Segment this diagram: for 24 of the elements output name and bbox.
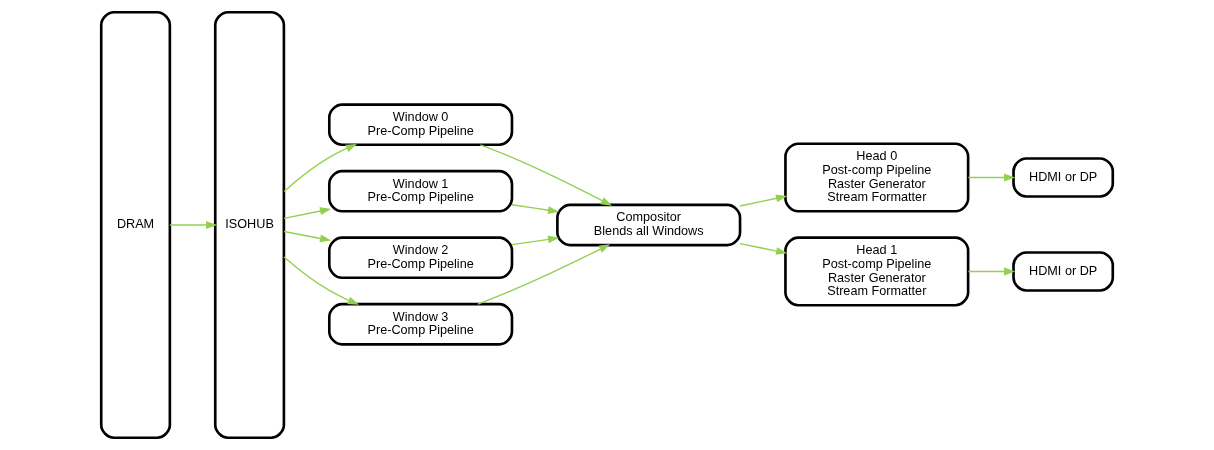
arrow bbox=[967, 267, 1016, 276]
node-box: DRAM bbox=[99, 10, 172, 440]
arrow bbox=[283, 207, 332, 219]
node-box: Window 3 Pre-Comp Pipeline bbox=[328, 302, 514, 346]
arrow bbox=[283, 230, 332, 243]
node-box: Window 0 Pre-Comp Pipeline bbox=[328, 103, 514, 147]
node-box: Compositor Blends all Windows bbox=[556, 203, 742, 247]
arrow bbox=[511, 235, 560, 246]
node-box: HDMI or DP bbox=[1012, 251, 1115, 292]
arrow bbox=[739, 242, 788, 255]
node-box: HDMI or DP bbox=[1012, 157, 1115, 198]
arrow bbox=[283, 143, 358, 193]
arrow bbox=[967, 173, 1016, 182]
node-box: ISOHUB bbox=[213, 10, 286, 440]
arrow bbox=[479, 144, 613, 206]
arrow bbox=[739, 194, 788, 207]
node-box: Window 2 Pre-Comp Pipeline bbox=[328, 236, 514, 280]
arrow bbox=[169, 221, 218, 229]
node-box: Head 1 Post-comp Pipeline Raster Generator Stream Formatter bbox=[784, 236, 970, 307]
node-box: Head 0 Post-comp Pipeline Raster Generator Stream Formatter bbox=[784, 142, 970, 213]
arrow bbox=[283, 256, 360, 305]
node-box: Window 1 Pre-Comp Pipeline bbox=[328, 169, 514, 213]
arrow bbox=[511, 204, 560, 214]
arrow bbox=[477, 244, 611, 305]
